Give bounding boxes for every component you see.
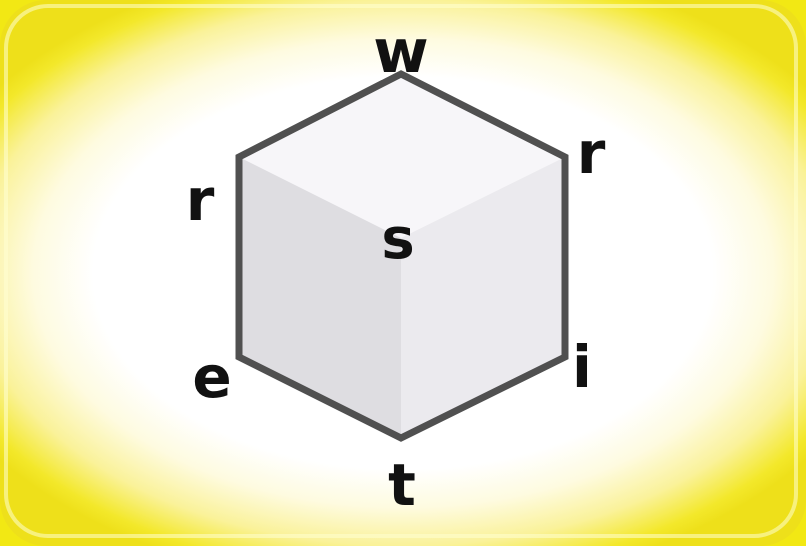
cube-right-face xyxy=(401,157,565,438)
cube-top-face xyxy=(239,74,565,238)
rounded-frame xyxy=(4,4,798,538)
cube-outline xyxy=(235,70,569,442)
vertex-label-top: w xyxy=(373,17,428,87)
vertex-label-lower-left: e xyxy=(192,343,231,411)
cube-left-face xyxy=(239,157,401,438)
vertex-label-upper-right: r xyxy=(577,119,606,187)
vertex-label-center: s xyxy=(381,207,414,272)
vertex-label-bottom: t xyxy=(388,451,416,519)
vertex-label-lower-right: i xyxy=(572,333,592,401)
vertex-label-upper-left: r xyxy=(186,166,215,234)
